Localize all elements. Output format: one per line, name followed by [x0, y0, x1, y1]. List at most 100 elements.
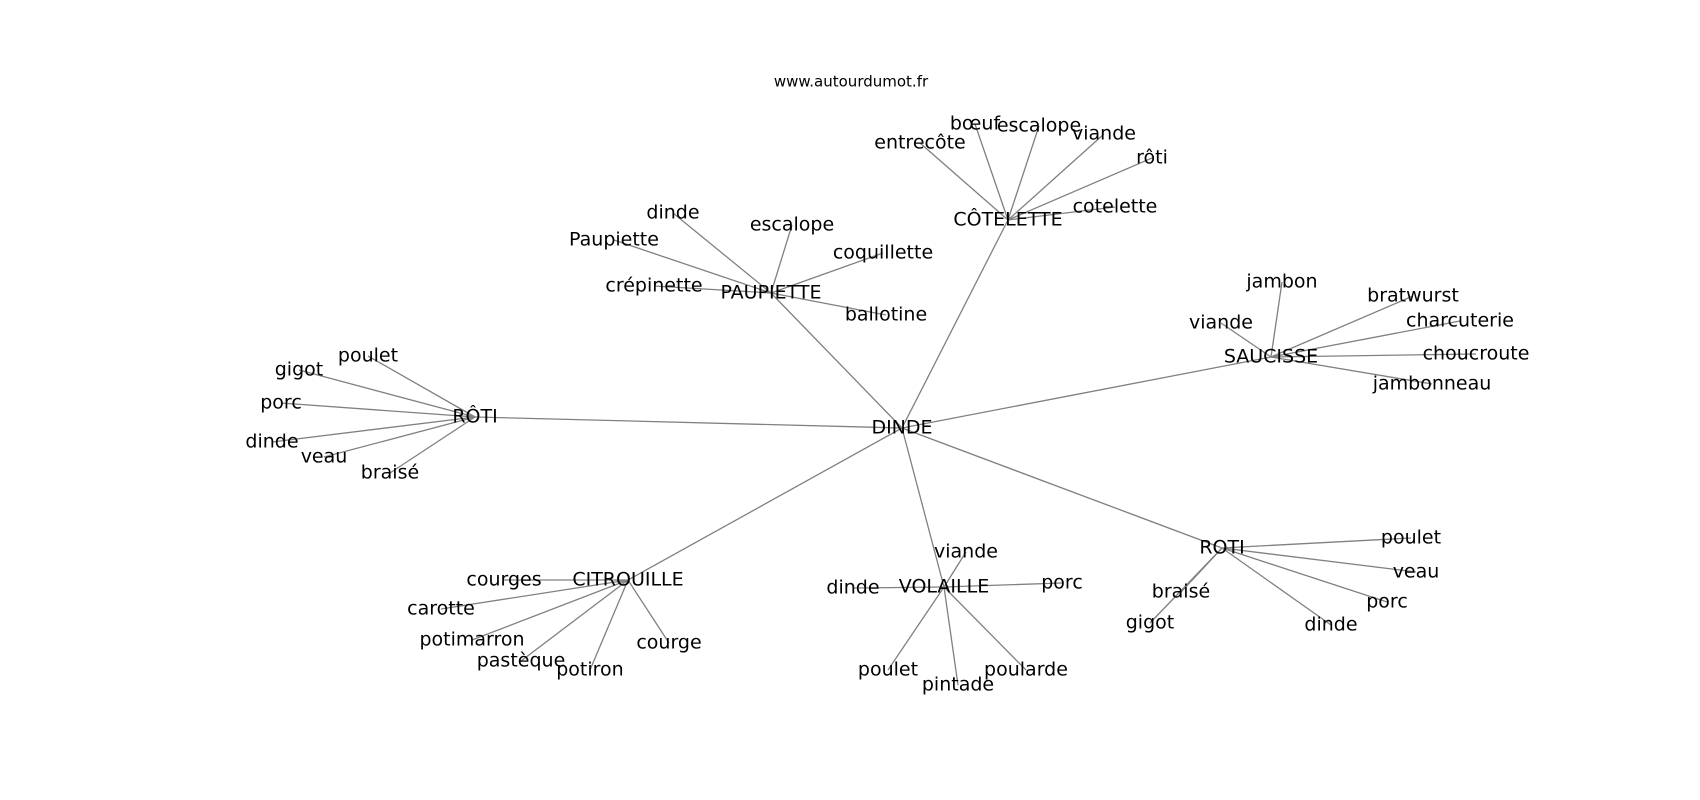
hub-node-label-volaille: VOLAILLE — [899, 576, 989, 598]
leaf-node-label-viande: viande — [1189, 312, 1253, 334]
edge-paupiette-dinde — [672, 212, 772, 294]
leaf-node-label-viande: viande — [1072, 123, 1136, 145]
leaf-node-label-veau: veau — [1393, 561, 1440, 583]
leaf-node-label-bratwurst: bratwurst — [1367, 285, 1459, 307]
leaf-node-label-charcuterie: charcuterie — [1406, 310, 1514, 332]
leaf-node-label-courge: courge — [636, 632, 701, 654]
leaf-node-label-braise: braisé — [1152, 581, 1210, 603]
leaf-node-label-escalope: escalope — [997, 115, 1081, 137]
edge-center-saucisse — [901, 356, 1272, 429]
edge-paupiette-ballotine — [770, 292, 887, 316]
edge-saucisse-jambon — [1270, 281, 1283, 358]
edge-volaille-poularde — [943, 586, 1027, 671]
leaf-node-label-dinde: dinde — [646, 202, 699, 224]
edge-paupiette-escalope — [770, 224, 793, 294]
hub-node-label-roti: ROTI — [1199, 537, 1244, 559]
leaf-node-label-boeuf: bœuf — [950, 113, 1002, 135]
edge-saucisse-bratwurst — [1270, 295, 1414, 358]
hub-node-label-saucisse: SAUCISSE — [1224, 346, 1318, 368]
edge-citrouille-potimarron — [471, 579, 629, 641]
leaf-node-label-cotelette: cotelette — [1073, 196, 1158, 218]
leaf-node-label-gigot: gigot — [275, 359, 323, 381]
edge-paupiette-coquillette — [770, 252, 884, 294]
edge-roti-gigot — [1149, 547, 1223, 624]
edge-paupiette-paupiette — [613, 239, 772, 294]
leaf-node-label-dinde: dinde — [826, 577, 879, 599]
edge-roti-veau — [323, 416, 476, 458]
leaf-node-label-roti: rôti — [1136, 147, 1168, 169]
edge-cotelette-escalope — [1007, 125, 1040, 221]
leaf-node-label-escalope: escalope — [750, 214, 834, 236]
hub-node-label-citrouille: CITROUILLE — [572, 569, 683, 591]
edge-volaille-pintade — [943, 586, 959, 686]
leaf-node-label-viande: viande — [934, 541, 998, 563]
edge-volaille-viande — [943, 551, 967, 588]
leaf-node-label-poulet: poulet — [858, 659, 918, 681]
edge-saucisse-charcuterie — [1270, 320, 1461, 358]
edge-center-paupiette — [770, 292, 903, 429]
leaf-node-label-pasteque: pastèque — [477, 650, 566, 672]
edge-roti-poulet — [367, 355, 476, 418]
leaf-node-label-potimarron: potimarron — [419, 629, 524, 651]
edge-citrouille-courge — [627, 579, 670, 644]
edge-cotelette-roti — [1007, 157, 1153, 221]
edge-cotelette-viande — [1007, 133, 1105, 221]
leaf-node-label-poulet: poulet — [338, 345, 398, 367]
leaf-node-label-potiron: potiron — [556, 659, 623, 681]
edge-roti-dinde — [271, 416, 476, 443]
edge-citrouille-potiron — [589, 579, 629, 671]
leaf-node-label-porc: porc — [1366, 591, 1408, 613]
edge-cotelette-cotelette — [1007, 206, 1116, 221]
leaf-node-label-braise: braisé — [361, 462, 419, 484]
edge-volaille-dinde — [852, 586, 945, 589]
edge-cotelette-boeuf — [974, 123, 1009, 221]
leaf-node-label-porc: porc — [260, 392, 302, 414]
edge-citrouille-carotte — [440, 579, 629, 610]
leaf-node-label-jambon: jambon — [1245, 271, 1317, 293]
leaf-node-label-dinde: dinde — [245, 431, 298, 453]
graph-labels: www.autourdumot.fr DINDE PAUPIETTE dinde es… — [245, 73, 1529, 696]
edge-roti-porc — [1221, 547, 1388, 603]
edge-roti-gigot — [298, 369, 476, 418]
edge-roti-braise — [389, 416, 476, 474]
leaf-node-label-veau: veau — [301, 446, 348, 468]
edge-citrouille-pasteque — [520, 579, 629, 662]
leaf-node-label-choucroute: choucroute — [1423, 343, 1530, 365]
leaf-node-label-poularde: poularde — [984, 659, 1068, 681]
leaf-node-label-paupiette: Paupiette — [569, 229, 659, 251]
edge-saucisse-viande — [1220, 322, 1272, 358]
site-url: www.autourdumot.fr — [774, 73, 929, 91]
leaf-node-label-crepinette: crépinette — [605, 275, 702, 297]
leaf-node-label-poulet: poulet — [1381, 527, 1441, 549]
hub-node-label-cotelette: CÔTELETTE — [953, 207, 1062, 231]
edge-roti-veau — [1221, 547, 1417, 573]
edge-volaille-porc — [943, 582, 1063, 588]
edge-center-volaille — [901, 427, 945, 588]
edge-center-citrouille — [627, 427, 903, 581]
center-node-label: DINDE — [871, 417, 932, 439]
leaf-node-label-carotte: carotte — [407, 598, 475, 620]
edge-center-roti — [901, 427, 1223, 549]
edge-center-roti — [474, 416, 903, 429]
leaf-node-label-gigot: gigot — [1126, 612, 1174, 634]
edge-volaille-poulet — [887, 586, 945, 671]
edge-roti-porc — [280, 402, 476, 418]
leaf-node-label-ballotine: ballotine — [845, 304, 927, 326]
edge-saucisse-jambonneau — [1270, 356, 1433, 385]
leaf-node-label-pintade: pintade — [922, 674, 994, 696]
hub-node-label-paupiette: PAUPIETTE — [720, 282, 821, 304]
hub-node-label-roti: RÔTI — [452, 404, 497, 428]
edge-roti-poulet — [1221, 537, 1412, 549]
leaf-node-label-porc: porc — [1041, 572, 1083, 594]
leaf-node-label-jambonneau: jambonneau — [1372, 373, 1492, 395]
edge-paupiette-crepinette — [653, 285, 772, 294]
edge-saucisse-choucroute — [1270, 353, 1477, 358]
leaf-node-label-entrecote: entrecôte — [874, 132, 965, 154]
leaf-node-label-dinde: dinde — [1304, 614, 1357, 636]
edge-cotelette-entrecote — [919, 142, 1009, 221]
leaf-node-label-coquillette: coquillette — [833, 242, 933, 264]
edge-center-cotelette — [901, 219, 1009, 429]
edge-roti-dinde — [1221, 547, 1332, 626]
leaf-node-label-courges: courges — [466, 569, 541, 591]
